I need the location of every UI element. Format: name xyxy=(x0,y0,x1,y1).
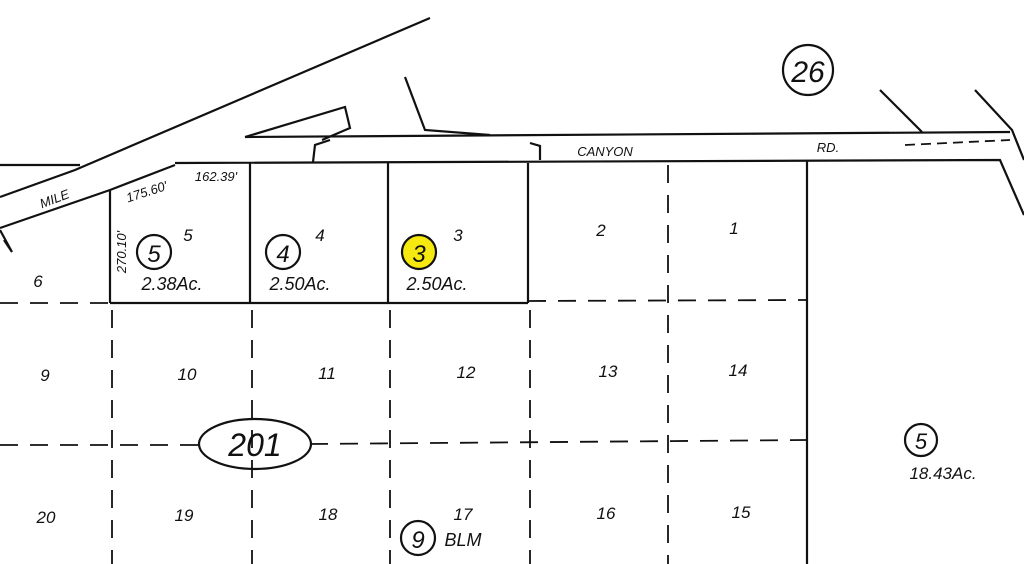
road-label-rd: RD. xyxy=(817,140,839,155)
road-label-canyon: CANYON xyxy=(577,144,633,159)
book-number-circle xyxy=(781,43,835,97)
parcel-number: 5 xyxy=(915,429,928,454)
lot-number: 14 xyxy=(729,361,748,380)
lot-number: 2 xyxy=(595,221,606,240)
parcel-number: 5 xyxy=(147,241,161,268)
lot-number: 17 xyxy=(454,505,473,524)
lot-number: 10 xyxy=(178,365,197,384)
road-dashed xyxy=(904,139,1011,146)
parcel-lines xyxy=(108,160,809,564)
parcel-acreage: 2.38Ac. xyxy=(140,274,202,294)
lot-number: 6 xyxy=(33,272,43,291)
parcel-circle-5-large[interactable] xyxy=(903,422,939,458)
lot-number: 11 xyxy=(318,364,336,383)
lot-number: 1 xyxy=(729,219,738,238)
parcel-owner: BLM xyxy=(444,530,481,550)
lot-number: 4 xyxy=(315,226,324,245)
road-jog xyxy=(311,138,542,163)
road-end xyxy=(0,229,13,253)
lot-number: 19 xyxy=(175,506,194,525)
parcel-number: 9 xyxy=(411,527,424,554)
parcel-number: 4 xyxy=(276,241,289,268)
parcel-acreage: 2.50Ac. xyxy=(268,274,330,294)
canyon-road-north-edge xyxy=(244,130,1011,139)
lot-number: 15 xyxy=(732,503,751,522)
lot-number: 20 xyxy=(36,508,56,527)
book-number: 26 xyxy=(790,56,825,89)
parcel-circle-9[interactable] xyxy=(399,519,437,557)
lot-number: 5 xyxy=(183,226,193,245)
lot-number: 18 xyxy=(319,505,338,524)
parcel-circle-3-highlighted[interactable] xyxy=(400,233,438,271)
parcel-acreage: 18.43Ac. xyxy=(909,464,976,483)
parcel-circle-4[interactable] xyxy=(264,233,302,271)
page-number: 201 xyxy=(227,427,281,463)
road-label-mile: MILE xyxy=(38,186,72,211)
parcel-number: 3 xyxy=(412,241,426,268)
road-triangle xyxy=(244,105,352,142)
lot-lines xyxy=(0,165,808,564)
page-number-ellipse xyxy=(197,417,313,471)
lot-number: 16 xyxy=(597,504,616,523)
lot-number: 13 xyxy=(599,362,618,381)
parcel-circle-5[interactable] xyxy=(135,233,173,271)
canyon-road-south-edge xyxy=(0,158,1024,216)
lot-number: 9 xyxy=(40,366,50,385)
lot-number: 3 xyxy=(453,226,463,245)
dimension-side: 270.10' xyxy=(114,230,129,274)
dimension-front: 162.39' xyxy=(195,169,238,184)
road-arrow xyxy=(879,89,1024,161)
lot-number: 12 xyxy=(457,363,476,382)
mile-road-upper-edge xyxy=(0,16,431,199)
road-curve xyxy=(403,76,491,137)
parcel-acreage: 2.50Ac. xyxy=(405,274,467,294)
